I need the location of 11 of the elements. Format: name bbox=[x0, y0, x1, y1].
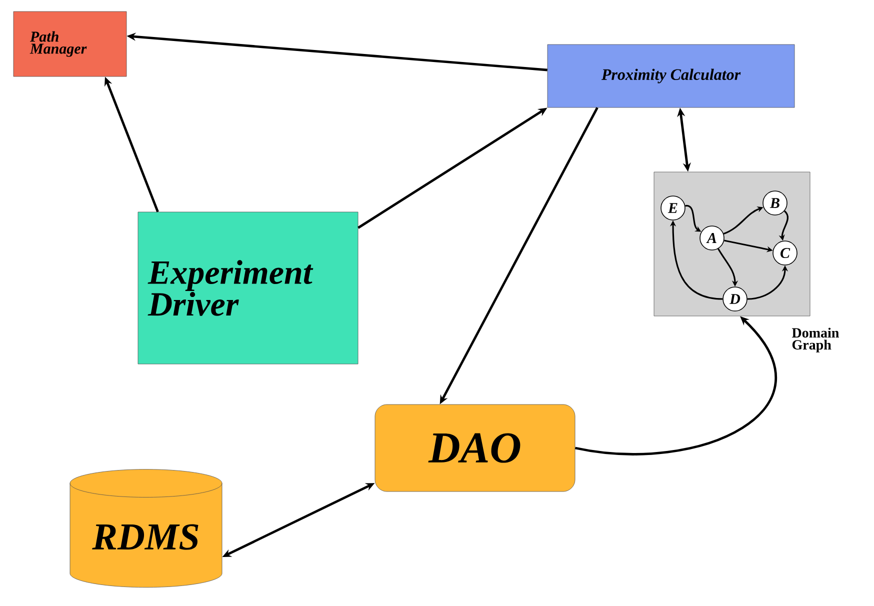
module-box: Path Manager bbox=[13, 11, 127, 77]
graph-vertex: C bbox=[772, 240, 798, 266]
module-box: Proximity Calculator bbox=[547, 44, 795, 108]
module-box: DAO bbox=[374, 404, 576, 492]
database-cylinder: RDMS bbox=[70, 469, 222, 588]
caption-text: Domain Graph bbox=[792, 328, 839, 352]
graph-vertex: A bbox=[700, 226, 724, 250]
graph-vertex: D bbox=[722, 286, 748, 312]
graph-vertex: E bbox=[660, 196, 686, 220]
module-box: Experiment Driver bbox=[138, 212, 358, 364]
graph-vertex: B bbox=[762, 190, 788, 216]
